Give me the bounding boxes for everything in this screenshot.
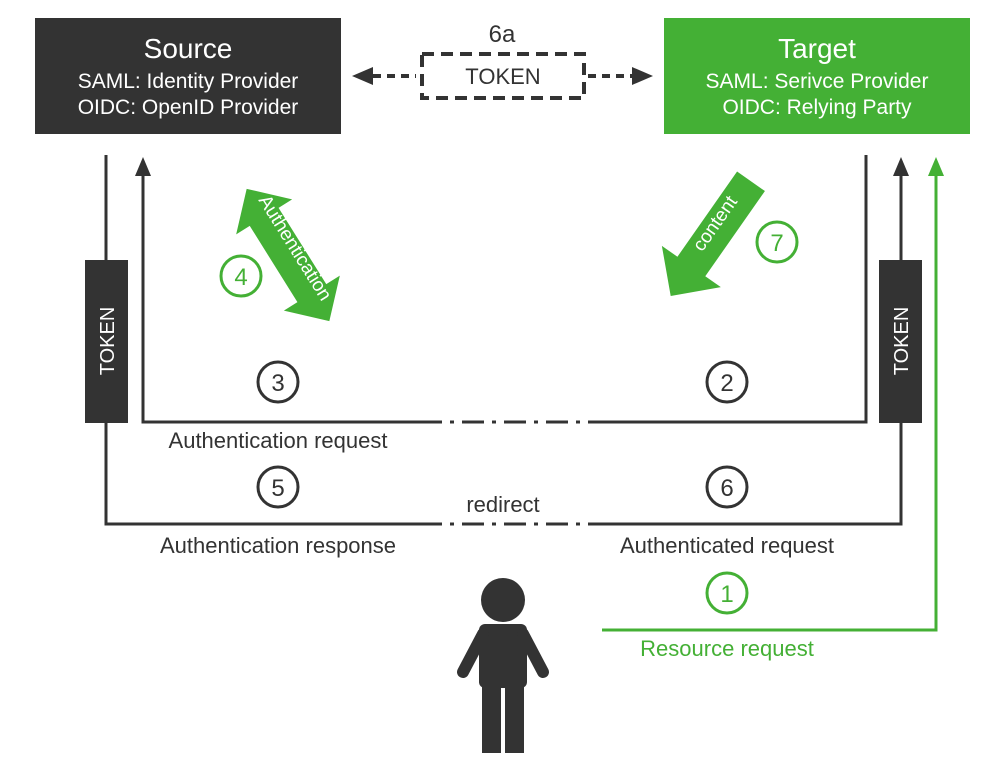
right-token-text: TOKEN [891,307,913,376]
target-saml-role: SAML: Serivce Provider [706,70,929,93]
target-title: Target [778,33,856,64]
authentication-response-label: Authentication response [160,533,396,558]
left-token-rect [85,260,128,423]
step-6a-token-exchange: 6a TOKEN [352,21,653,100]
response-arrowhead-up [893,157,909,176]
step-2: 2 [705,360,749,404]
user-head [481,578,525,622]
source-box: Source SAML: Identity Provider OIDC: Ope… [35,18,341,134]
step-6a-token-text: TOKEN [465,64,540,89]
step-6-number: 6 [720,475,733,502]
request-line-left [141,172,420,424]
request-arrowhead-up [135,157,151,176]
resource-request-line [602,172,938,632]
request-line-right [588,155,868,424]
step-6: 6 [705,465,749,509]
step-7-number: 7 [770,230,783,257]
user-right-arm [517,628,549,678]
target-oidc-role: OIDC: Relying Party [722,96,912,119]
dashed-arrowhead-right [632,67,653,85]
target-box-background [664,18,970,134]
target-box: Target SAML: Serivce Provider OIDC: Rely… [664,18,970,134]
resource-request-label: Resource request [640,636,814,661]
source-oidc-role: OIDC: OpenID Provider [78,96,299,119]
step-3: 3 [256,360,300,404]
step-5-circle [256,465,300,509]
user-right-leg [505,684,524,753]
step-4-number: 4 [234,264,247,291]
resource-request-path [602,157,944,632]
step-6a-token-box [420,52,586,100]
step-1: 1 [705,571,749,615]
resource-request-arrowhead [928,157,944,176]
step-3-number: 3 [271,370,284,397]
step-5: 5 [256,465,300,509]
content-arrow-shape [661,171,765,296]
step-5-number: 5 [271,475,284,502]
source-box-background [35,18,341,134]
user-left-leg [482,684,501,753]
right-token-bar: TOKEN [879,260,922,423]
step-4-circle [219,254,263,298]
right-token-rect [879,260,922,423]
step-7: 7 [755,220,799,264]
response-line-right [590,172,903,526]
step-2-number: 2 [720,370,733,397]
authenticated-request-label: Authenticated request [620,533,834,558]
dashed-arrowhead-left [352,67,373,85]
redirect-label: redirect [466,492,539,517]
step-2-circle [705,360,749,404]
source-title: Source [144,33,233,64]
step-6a-label: 6a [489,21,516,48]
authentication-request-label: Authentication request [169,428,388,453]
step-7-circle [755,220,799,264]
left-token-text: TOKEN [97,307,119,376]
step-1-number: 1 [720,581,733,608]
step-6-circle [705,465,749,509]
left-token-bar: TOKEN [85,260,128,423]
step-3-circle [256,360,300,404]
authentication-double-arrow-shape [236,188,340,322]
source-saml-role: SAML: Identity Provider [78,70,299,93]
step-4: 4 [219,254,263,298]
authentication-response-path [104,155,909,526]
authentication-request-path [135,155,868,424]
user-icon [457,578,549,753]
user-torso [479,624,527,688]
step-1-circle [705,571,749,615]
user-left-arm [457,628,489,678]
